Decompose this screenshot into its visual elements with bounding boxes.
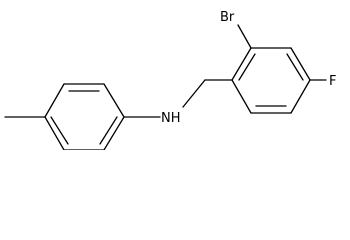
bond xyxy=(44,83,65,118)
double-bond-inner xyxy=(50,116,69,145)
bond xyxy=(103,83,125,118)
bromine-label: Br xyxy=(220,10,235,25)
bond xyxy=(231,47,252,81)
double-bond-inner xyxy=(99,116,118,145)
molecule-structure: Br F NH xyxy=(4,10,336,150)
bond xyxy=(103,116,125,150)
bromofluorophenyl-ring xyxy=(231,47,311,114)
double-bond-inner xyxy=(238,53,256,81)
bond xyxy=(290,79,311,114)
bond xyxy=(290,47,311,81)
amine-label: NH xyxy=(161,111,181,126)
tolyl-ring xyxy=(44,83,125,150)
nitrogen-methylene-bond xyxy=(182,79,206,108)
bond xyxy=(44,116,65,150)
bond xyxy=(231,79,252,114)
double-bond-inner xyxy=(286,53,304,81)
carbon-bromine-bond xyxy=(237,24,252,49)
fluorine-label: F xyxy=(329,74,336,89)
